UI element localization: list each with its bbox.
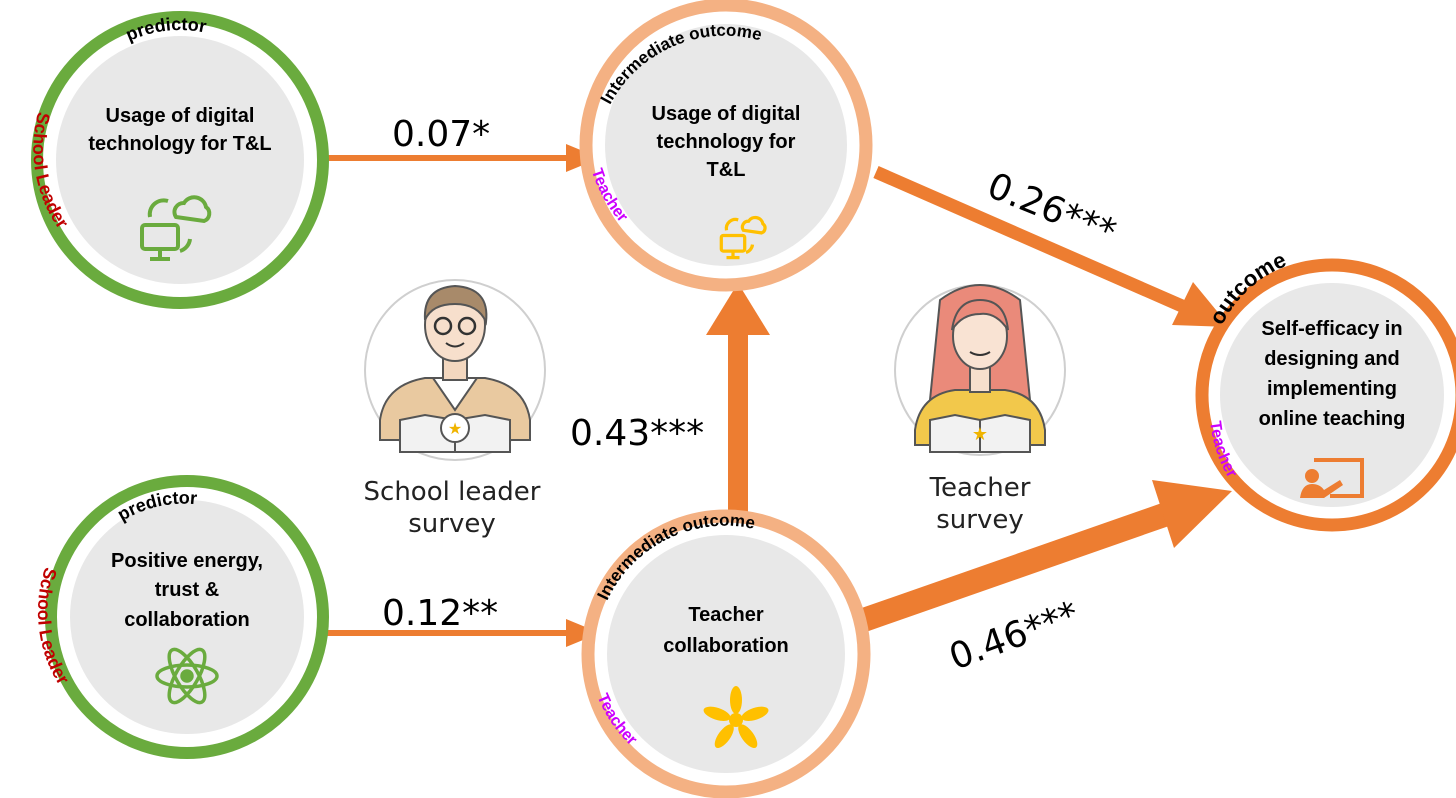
node-label-line: implementing (1267, 378, 1397, 400)
node-predictor-top: Usage of digital technology for T&L pred… (29, 11, 329, 309)
node-label-line: technology for T&L (88, 133, 271, 155)
arrow-p5 (854, 480, 1232, 634)
cloud-computer-icon (140, 195, 212, 261)
teacher-survey: ★ Teacher survey (894, 284, 1066, 535)
node-predictor-bottom: Positive energy, trust & collaboration p… (34, 475, 329, 759)
node-label-line: Positive energy, (111, 550, 263, 572)
svg-text:★: ★ (448, 419, 462, 438)
coefficient-p1: 0.07* (392, 114, 490, 155)
coefficient-p5: 0.46*** (944, 594, 1084, 678)
node-label-line: Usage of digital (106, 105, 255, 127)
coefficient-p2: 0.12** (382, 593, 498, 634)
school-leader-avatar-icon: ★ (364, 279, 546, 461)
cloud-computer-icon (719, 215, 767, 260)
node-label-line: online teaching (1259, 408, 1406, 430)
hands-circle-icon (703, 686, 769, 749)
node-label-line: designing and (1264, 348, 1400, 370)
node-label-line: collaboration (124, 609, 250, 631)
arrow-p4 (873, 166, 1230, 327)
school-leader-survey: ★ School leader survey (364, 279, 546, 539)
node-label-line: trust & (155, 579, 219, 601)
arrows (318, 144, 1232, 647)
node-outcome: Self-efficacy in designing and implement… (1195, 247, 1456, 532)
teacher-board-icon (1300, 458, 1364, 498)
node-label-line: Teacher (688, 604, 763, 626)
node-label-line: T&L (707, 159, 746, 181)
teacher-avatar-icon: ★ (894, 284, 1066, 456)
arrow-p2 (326, 619, 600, 647)
node-label-line: technology for (657, 131, 796, 153)
node-intermediate-bottom: Teacher collaboration Intermediate outco… (581, 509, 871, 798)
node-label-line: Usage of digital (652, 103, 801, 125)
svg-text:★: ★ (972, 424, 988, 445)
survey-label-line: Teacher (929, 473, 1031, 503)
node-intermediate-top: Usage of digital technology for T&L Inte… (579, 0, 873, 292)
arrow-p3 (706, 283, 770, 515)
node-label-line: collaboration (663, 635, 789, 657)
survey-label-line: survey (936, 505, 1023, 535)
coefficient-p3: 0.43*** (570, 413, 704, 454)
coefficient-p4: 0.26*** (982, 165, 1122, 253)
survey-label-line: School leader (364, 477, 541, 507)
survey-label-line: survey (408, 509, 495, 539)
node-label-line: Self-efficacy in (1261, 318, 1402, 340)
atom-icon (155, 647, 219, 705)
